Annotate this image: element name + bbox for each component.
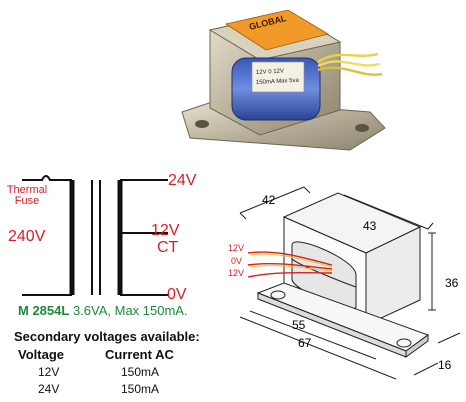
model-spec-line: M 2854L 3.6VA, Max 150mA. (18, 303, 188, 318)
table-title: Secondary voltages available: (14, 329, 200, 344)
row-1-voltage: 12V (38, 365, 60, 379)
transformer-schematic (22, 175, 168, 296)
dim-43: 43 (363, 219, 377, 233)
secondary-mid-label: 12V (151, 222, 180, 239)
lead-label-0v: 0V (231, 256, 243, 266)
thermal-fuse-label: Thermal Fuse (6, 184, 48, 207)
col-header-current: Current AC (105, 347, 174, 362)
col-header-voltage: Voltage (18, 347, 64, 362)
dim-55: 55 (292, 318, 306, 332)
secondary-ct-label: CT (157, 239, 179, 256)
lead-label-12v-top: 12V (228, 243, 245, 253)
dim-16: 16 (438, 358, 452, 372)
primary-voltage-label: 240V (8, 228, 46, 245)
fuse-symbol (22, 175, 72, 181)
row-2-current: 150mA (121, 382, 160, 396)
lead-label-12v-bottom: 12V (228, 268, 245, 278)
row-2-voltage: 24V (38, 382, 60, 396)
coil-label-line-1: 12V 0 12V (256, 69, 284, 76)
transformer-photo: GLOBAL 12V 0 12V 150mA Max 5va (181, 9, 386, 151)
model-number: M 2854L (18, 303, 70, 318)
dim-36: 36 (445, 276, 459, 290)
model-spec: 3.6VA, Max 150mA. (72, 303, 188, 318)
secondary-top-label: 24V (168, 172, 197, 189)
dimension-drawing (239, 186, 461, 380)
coil-label-line-2: 150mA Max 5va (256, 78, 300, 86)
row-1-current: 150mA (121, 365, 160, 379)
secondary-bottom-label: 0V (167, 286, 187, 303)
dim-42: 42 (262, 193, 276, 207)
dim-67: 67 (298, 336, 312, 350)
